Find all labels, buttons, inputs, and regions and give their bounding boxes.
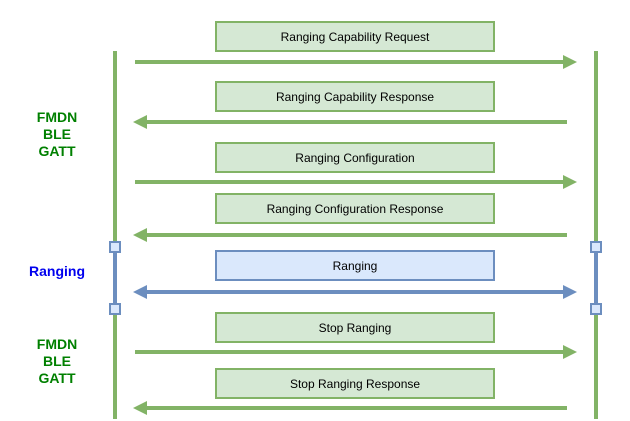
phase-label-line: Ranging xyxy=(29,263,85,279)
message-label: Stop Ranging xyxy=(318,320,392,335)
arrow-left-stop-ranging-response xyxy=(133,401,577,415)
lifeline-left xyxy=(113,51,117,419)
arrow-shaft xyxy=(146,120,567,124)
arrowhead-right-icon xyxy=(563,285,577,299)
message-box-ranging-configuration-response: Ranging Configuration Response xyxy=(215,193,495,224)
message-box-stop-ranging: Stop Ranging xyxy=(215,312,495,343)
phase-label-ranging: Ranging xyxy=(12,263,102,280)
arrow-shaft xyxy=(135,60,564,64)
arrow-shaft xyxy=(146,233,567,237)
arrow-right-ranging-configuration xyxy=(133,175,577,189)
arrow-bidirectional-ranging xyxy=(133,285,577,299)
session-start-marker-left xyxy=(109,241,121,253)
phase-label-fmdn-ble-gatt-bottom: FMDN BLE GATT xyxy=(12,336,102,387)
arrowhead-left-icon xyxy=(133,115,147,129)
arrowhead-left-icon xyxy=(133,228,147,242)
message-box-ranging-capability-request: Ranging Capability Request xyxy=(215,21,495,52)
session-start-marker-right xyxy=(590,241,602,253)
session-end-marker-left xyxy=(109,303,121,315)
phase-label-line: GATT xyxy=(38,370,76,386)
message-box-ranging-configuration: Ranging Configuration xyxy=(215,142,495,173)
message-label: Ranging xyxy=(332,258,378,273)
ranging-session-segment-right xyxy=(594,247,598,309)
arrow-left-ranging-capability-response xyxy=(133,115,577,129)
arrow-shaft xyxy=(135,180,564,184)
arrow-shaft xyxy=(146,290,564,294)
ranging-session-segment-left xyxy=(113,247,117,309)
arrow-right-ranging-capability-request xyxy=(133,55,577,69)
phase-label-line: FMDN xyxy=(36,336,78,352)
arrowhead-right-icon xyxy=(563,55,577,69)
session-end-marker-right xyxy=(590,303,602,315)
arrowhead-left-icon xyxy=(133,401,147,415)
phase-label-fmdn-ble-gatt-top: FMDN BLE GATT xyxy=(12,109,102,160)
phase-label-line: GATT xyxy=(38,143,76,159)
arrow-left-ranging-configuration-response xyxy=(133,228,577,242)
arrow-right-stop-ranging xyxy=(133,345,577,359)
message-label: Ranging Capability Response xyxy=(275,89,435,104)
arrow-shaft xyxy=(146,406,567,410)
arrowhead-left-icon xyxy=(133,285,147,299)
phase-label-line: BLE xyxy=(43,126,71,142)
message-label: Ranging Configuration Response xyxy=(266,201,444,216)
phase-label-line: BLE xyxy=(43,353,71,369)
arrow-shaft xyxy=(135,350,564,354)
message-label: Stop Ranging Response xyxy=(289,376,421,391)
message-box-ranging: Ranging xyxy=(215,250,495,281)
arrowhead-right-icon xyxy=(563,345,577,359)
lifeline-right xyxy=(594,51,598,419)
message-box-stop-ranging-response: Stop Ranging Response xyxy=(215,368,495,399)
message-label: Ranging Configuration xyxy=(295,150,415,165)
phase-label-line: FMDN xyxy=(36,109,78,125)
arrowhead-right-icon xyxy=(563,175,577,189)
message-label: Ranging Capability Request xyxy=(280,29,430,44)
message-box-ranging-capability-response: Ranging Capability Response xyxy=(215,81,495,112)
